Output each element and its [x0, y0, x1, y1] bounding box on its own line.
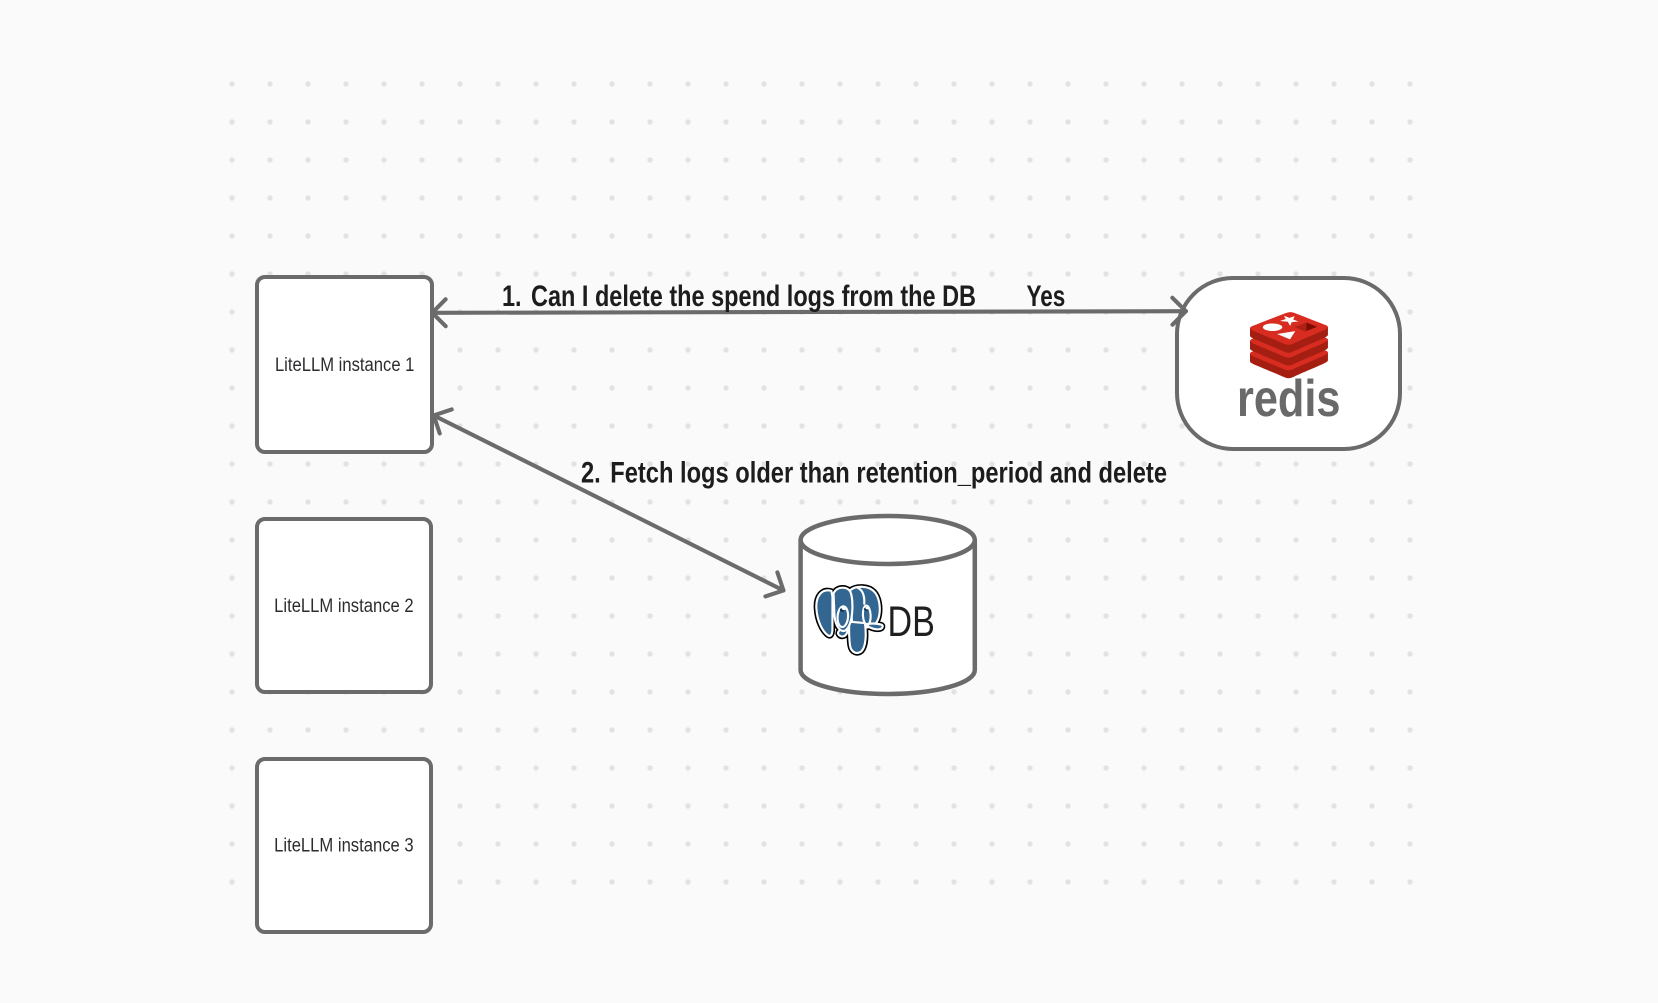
svg-text:LiteLLM instance 2: LiteLLM instance 2: [274, 596, 414, 617]
svg-text:DB: DB: [888, 599, 935, 646]
svg-text:redis: redis: [1237, 370, 1341, 428]
svg-text:1. Can I delete the spend log: 1. Can I delete the spend logs from the …: [502, 280, 976, 313]
svg-text:2. Fetch logs older than rete: 2. Fetch logs older than retention_perio…: [581, 457, 1167, 490]
svg-text:Yes: Yes: [1027, 280, 1066, 313]
svg-text:LiteLLM instance 3: LiteLLM instance 3: [274, 836, 414, 857]
svg-text:LiteLLM instance 1: LiteLLM instance 1: [275, 355, 415, 376]
